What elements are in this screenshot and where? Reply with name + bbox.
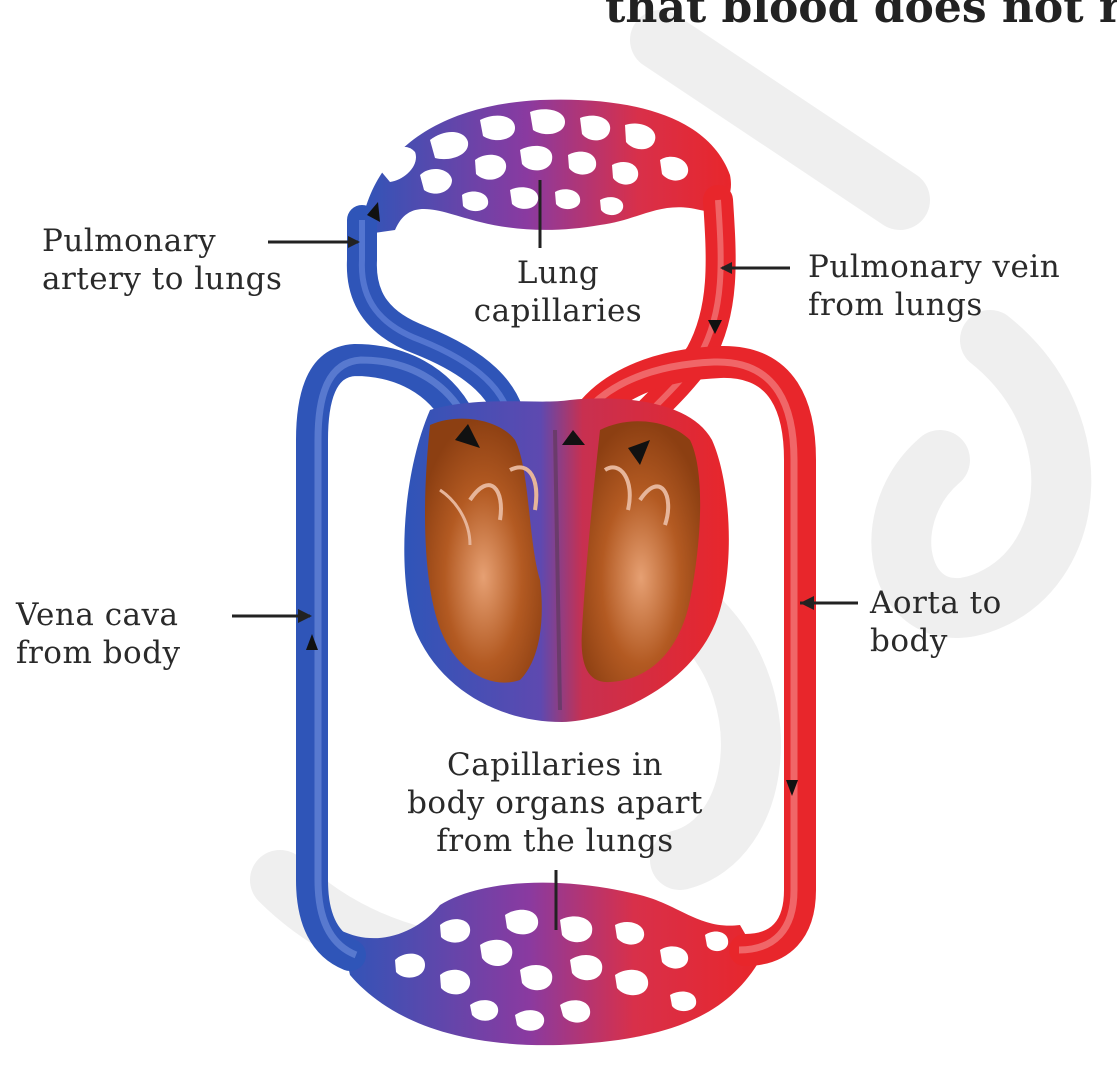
body-capillary-bed	[340, 883, 760, 1046]
header-text: that blood does not r	[605, 0, 1117, 33]
label-vena-cava-line2: from body	[16, 634, 181, 672]
lung-capillary-bed	[360, 100, 731, 235]
label-pulmonary-artery: Pulmonary artery to lungs	[42, 222, 282, 298]
label-vena-cava: Vena cava from body	[16, 596, 181, 672]
label-body-capillaries-line1: Capillaries in	[380, 746, 730, 784]
label-lung-capillaries-line2: capillaries	[458, 292, 658, 330]
label-body-capillaries: Capillaries in body organs apart from th…	[380, 746, 730, 860]
label-pulmonary-vein-line1: Pulmonary vein	[808, 248, 1060, 286]
heart	[404, 398, 729, 722]
label-aorta-line1: Aorta to	[870, 584, 1002, 622]
label-lung-capillaries-line1: Lung	[458, 254, 658, 292]
label-lung-capillaries: Lung capillaries	[458, 254, 658, 330]
label-pulmonary-artery-line1: Pulmonary	[42, 222, 282, 260]
label-vena-cava-line1: Vena cava	[16, 596, 181, 634]
label-body-capillaries-line3: from the lungs	[380, 822, 730, 860]
label-pulmonary-artery-line2: artery to lungs	[42, 260, 282, 298]
label-body-capillaries-line2: body organs apart	[380, 784, 730, 822]
label-pulmonary-vein: Pulmonary vein from lungs	[808, 248, 1060, 324]
label-aorta-line2: body	[870, 622, 1002, 660]
label-pulmonary-vein-line2: from lungs	[808, 286, 1060, 324]
label-aorta: Aorta to body	[870, 584, 1002, 660]
